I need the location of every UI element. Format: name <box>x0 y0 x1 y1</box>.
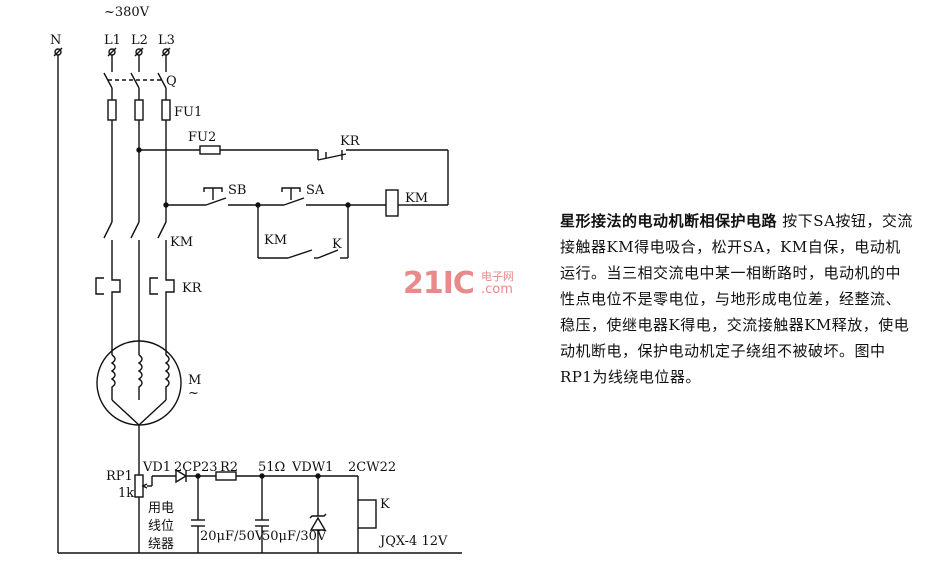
rp1-value: 1k <box>118 486 134 501</box>
switch-q <box>103 72 167 89</box>
rp1-note-2: 线位 <box>148 519 174 534</box>
km-holding-contact <box>287 249 313 259</box>
rp1-note-1: 用电 <box>148 501 174 516</box>
fu1-label: FU1 <box>174 105 202 120</box>
motor-label: M <box>188 373 201 388</box>
fuse-fu1 <box>107 99 171 121</box>
n-label: N <box>50 33 61 48</box>
vdw1-label: VDW1 <box>291 460 333 475</box>
capacitor-c1 <box>191 476 205 553</box>
kr-thermal-label: KR <box>182 281 203 296</box>
kr-nc-contact <box>317 150 347 161</box>
r2-label: R2 <box>220 460 238 475</box>
km-coil-label: KM <box>405 191 428 206</box>
fu2-label: FU2 <box>188 130 216 145</box>
relay-k-coil <box>357 499 377 529</box>
km-holding-label: KM <box>264 233 287 248</box>
motor-ac-symbol: ~ <box>188 386 199 401</box>
description-body: 按下SA按钮，交流接触器KM得电吸合，松开SA，KM自保，电动机运行。当三相交流… <box>560 212 913 386</box>
k-contact <box>317 249 339 259</box>
vd1-type: 2CP23 <box>174 460 218 475</box>
l2-label: L2 <box>131 33 148 48</box>
km-main-label: KM <box>170 235 193 250</box>
motor-windings <box>110 354 170 426</box>
thermal-relay-kr <box>95 276 175 300</box>
l3-label: L3 <box>158 33 175 48</box>
rp1-note-3: 绕器 <box>148 537 174 552</box>
l1-label: L1 <box>104 33 121 48</box>
km-main-contacts <box>103 221 167 239</box>
watermark-logo: 21IC 电子网 .com <box>403 266 514 301</box>
sa-label: SA <box>306 183 325 198</box>
fuse-fu2 <box>199 145 221 155</box>
r2-value: 51Ω <box>258 460 285 475</box>
rp1-label: RP1 <box>106 469 133 484</box>
supply-voltage: ~380V <box>104 5 150 20</box>
relay-k-label: K <box>380 497 390 512</box>
watermark-number: 21IC <box>403 266 475 301</box>
capacitor-c2 <box>255 476 269 553</box>
km-coil <box>385 189 399 217</box>
description-title: 星形接法的电动机断相保护电路 <box>560 212 778 230</box>
c1-label: 20μF/50V <box>200 529 265 544</box>
vd1-label: VD1 <box>142 460 171 475</box>
kr-contact-label: KR <box>340 134 361 149</box>
c2-label: 50μF/30V <box>262 529 327 544</box>
sb-label: SB <box>228 183 246 198</box>
relay-k-type: JQX-4 12V <box>378 534 448 549</box>
k-contact-label: K <box>332 237 342 252</box>
q-label: Q <box>166 74 177 89</box>
vdw1-type: 2CW22 <box>348 460 396 475</box>
zener-vdw1 <box>309 476 327 553</box>
watermark-com: .com <box>481 282 513 297</box>
watermark-site: 电子网 <box>481 270 514 283</box>
terminals <box>53 47 171 57</box>
button-sa <box>281 187 305 206</box>
description-panel: 星形接法的电动机断相保护电路 按下SA按钮，交流接触器KM得电吸合，松开SA，K… <box>560 208 916 390</box>
button-sb <box>203 187 227 206</box>
